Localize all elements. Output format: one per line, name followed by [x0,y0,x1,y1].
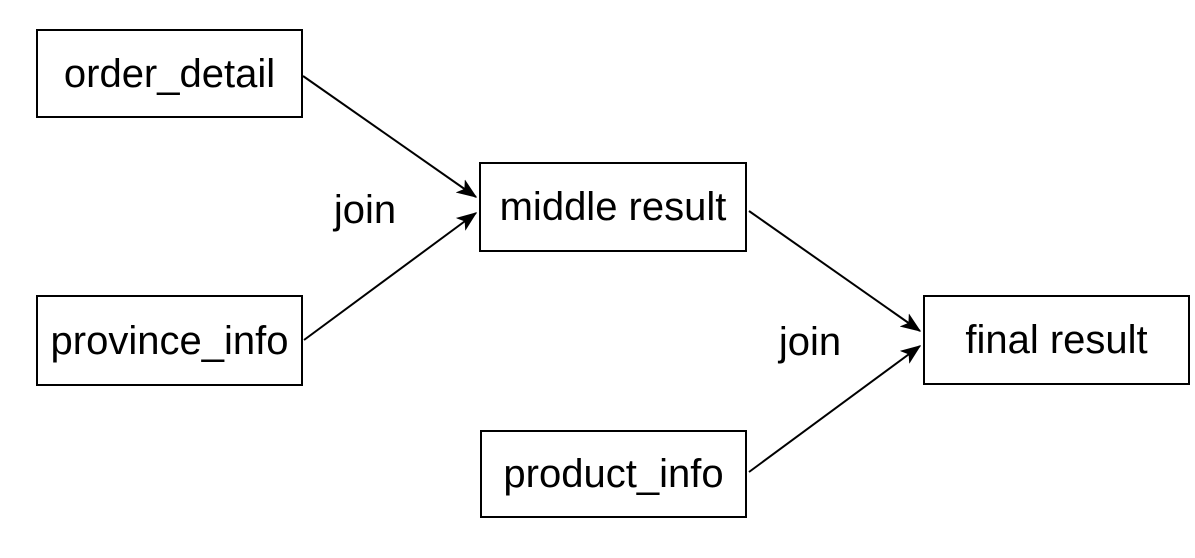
edge-label-join-1: join [333,188,397,232]
edge-middle-result-to-final-result [748,210,920,332]
node-label: order_detail [63,51,276,96]
node-label: middle result [499,185,727,229]
node-label: final result [965,318,1148,362]
edge-label-join-2: join [778,320,842,364]
edge-province-info-to-middle-result [303,213,476,341]
edge-product-info-to-final-result [748,346,920,473]
node-order-detail: order_detail [36,29,303,118]
node-middle-result: middle result [479,162,747,252]
node-product-info: product_info [480,430,747,518]
node-label: product_info [503,452,724,496]
node-label: province_info [50,318,289,363]
node-province-info: province_info [36,295,303,386]
node-final-result: final result [923,295,1190,385]
edge-order-detail-to-middle-result [302,75,476,198]
edge-group [302,75,920,473]
